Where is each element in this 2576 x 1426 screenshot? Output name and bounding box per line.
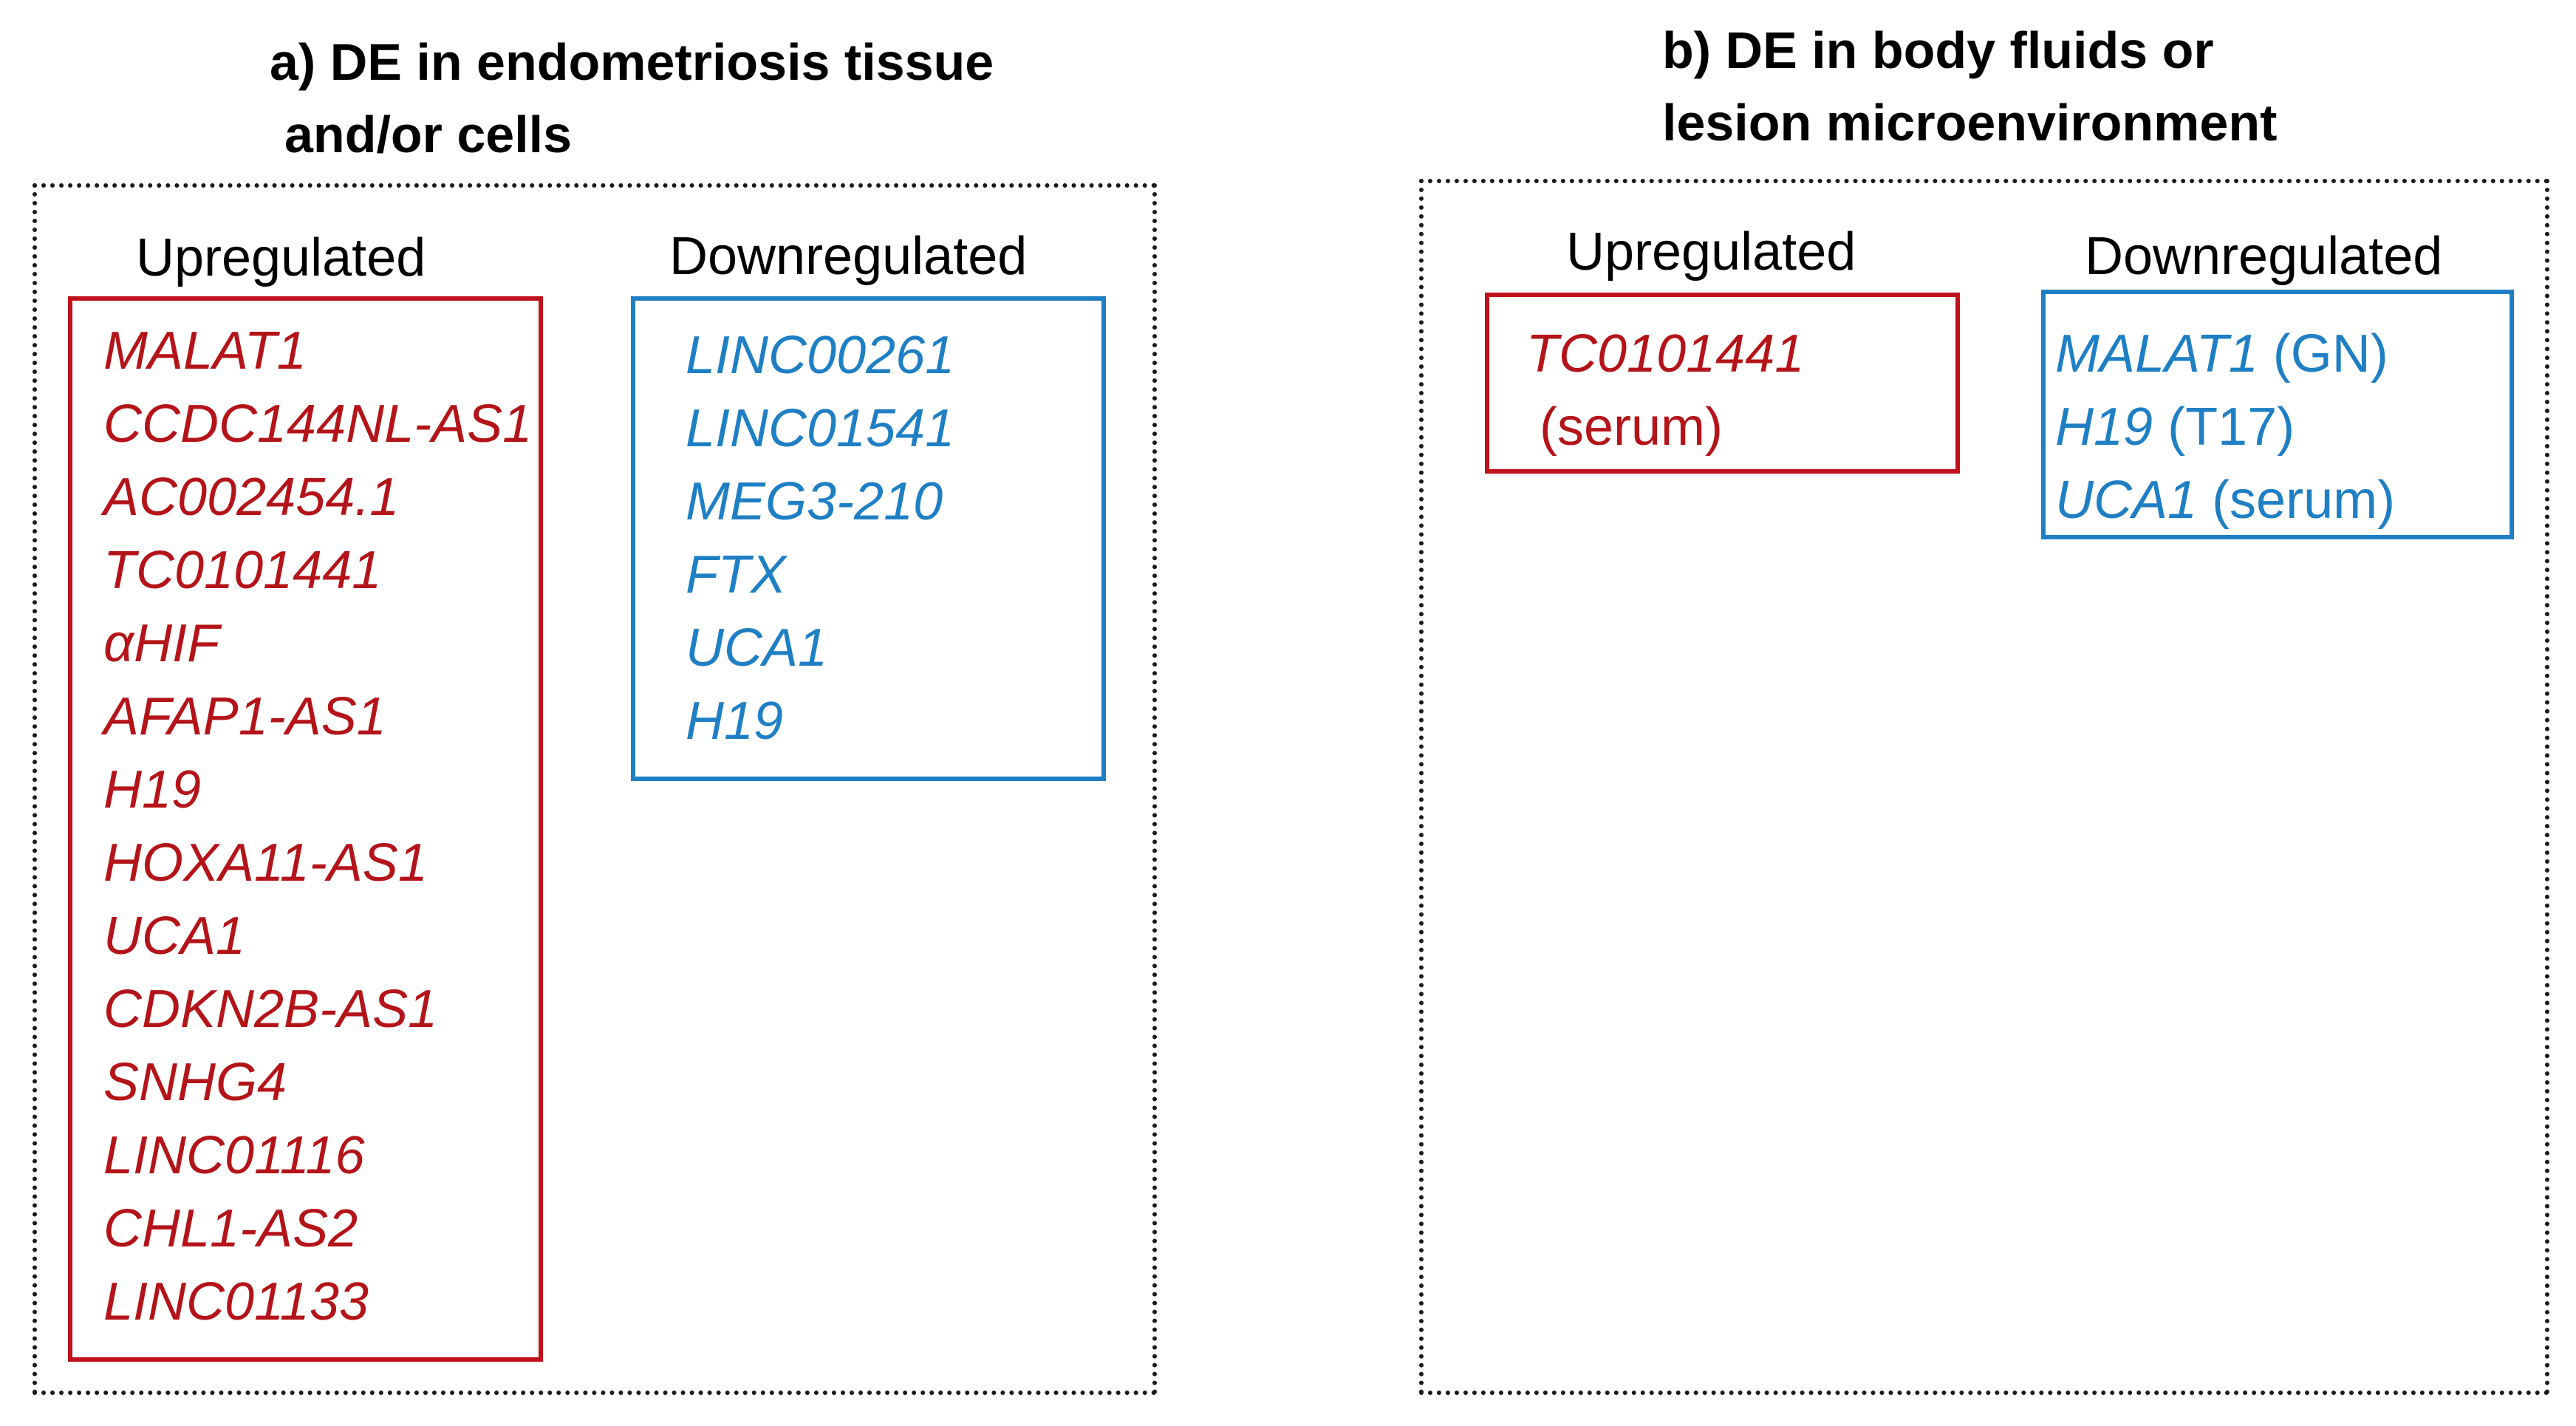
gene-item: (serum): [1540, 394, 1723, 460]
gene-item: LINC01541: [686, 395, 954, 462]
gene-item: TC0101441: [103, 537, 381, 604]
panel-b-downregulated-heading: Downregulated: [2085, 227, 2443, 286]
panel-a-upregulated-box: [68, 296, 543, 1362]
gene-name: AFAP1-AS1: [103, 687, 386, 746]
gene-item: H19: [686, 688, 783, 754]
gene-name: H19: [2055, 398, 2153, 457]
gene-item: MALAT1 (GN): [2055, 321, 2388, 387]
gene-item: CCDC144NL-AS1: [103, 391, 532, 457]
gene-name: MEG3-210: [686, 472, 943, 531]
gene-item: LINC01116: [103, 1122, 365, 1189]
gene-item: MALAT1: [103, 318, 307, 384]
panel-b-downregulated-box: [2041, 290, 2514, 539]
gene-item: UCA1 (serum): [2055, 467, 2395, 533]
gene-name: LINC01541: [686, 399, 955, 458]
gene-item: UCA1: [686, 615, 827, 681]
gene-name: UCA1: [686, 618, 828, 678]
gene-item: LINC01133: [103, 1269, 369, 1335]
gene-name: FTX: [686, 545, 786, 604]
gene-item: CDKN2B-AS1: [103, 976, 437, 1043]
gene-item: MEG3-210: [686, 468, 943, 535]
gene-name: TC0101441: [1526, 324, 1805, 383]
gene-item: FTX: [686, 542, 786, 608]
gene-name: UCA1: [103, 907, 246, 966]
gene-name: MALAT1: [2055, 324, 2258, 383]
gene-item: UCA1: [103, 903, 245, 969]
gene-item: TC0101441: [1526, 321, 1804, 387]
panel-a-title-line2: and/or cells: [284, 106, 573, 163]
gene-name: H19: [103, 760, 202, 819]
sample-note: (serum): [1540, 398, 1723, 457]
gene-name: LINC01116: [103, 1126, 365, 1185]
gene-name: UCA1: [2055, 471, 2198, 530]
gene-item: AC002454.1: [103, 464, 399, 531]
gene-name: CCDC144NL-AS1: [103, 395, 533, 454]
gene-name: LINC01133: [103, 1272, 369, 1331]
gene-name: CHL1-AS2: [103, 1199, 358, 1258]
gene-item: H19: [103, 757, 201, 823]
panel-b-title-line1: b) DE in body fluids or: [1662, 21, 2214, 79]
gene-name: CDKN2B-AS1: [103, 980, 438, 1039]
gene-name: AC002454.1: [103, 468, 400, 527]
gene-item: αHIF: [103, 610, 219, 677]
gene-name: H19: [686, 692, 784, 751]
gene-name: HOXA11-AS1: [103, 833, 428, 893]
gene-item: LINC00261: [686, 322, 954, 389]
sample-note: (GN): [2258, 324, 2388, 383]
gene-name: MALAT1: [103, 321, 307, 381]
panel-a-downregulated-box: [631, 296, 1106, 781]
panel-a-frame: [33, 183, 1157, 1395]
panel-b-title-line2: lesion microenvironment: [1662, 94, 2278, 151]
gene-name: αHIF: [103, 614, 220, 673]
sample-note: (T17): [2153, 398, 2295, 457]
panel-a-downregulated-heading: Downregulated: [669, 227, 1028, 286]
panel-a-title-line1: a) DE in endometriosis tissue: [270, 33, 994, 91]
gene-item: H19 (T17): [2055, 394, 2295, 460]
gene-name: LINC00261: [686, 326, 955, 385]
gene-item: HOXA11-AS1: [103, 830, 428, 896]
gene-name: TC0101441: [103, 541, 382, 600]
panel-b-upregulated-box: [1485, 293, 1960, 474]
sample-note: (serum): [2197, 471, 2396, 530]
panel-a-upregulated-heading: Upregulated: [136, 228, 426, 287]
panel-b-upregulated-heading: Upregulated: [1566, 222, 1856, 282]
gene-item: CHL1-AS2: [103, 1195, 358, 1262]
gene-item: AFAP1-AS1: [103, 683, 386, 750]
panel-b-frame: [1419, 179, 2549, 1395]
gene-name: SNHG4: [103, 1053, 287, 1112]
gene-item: SNHG4: [103, 1049, 287, 1116]
